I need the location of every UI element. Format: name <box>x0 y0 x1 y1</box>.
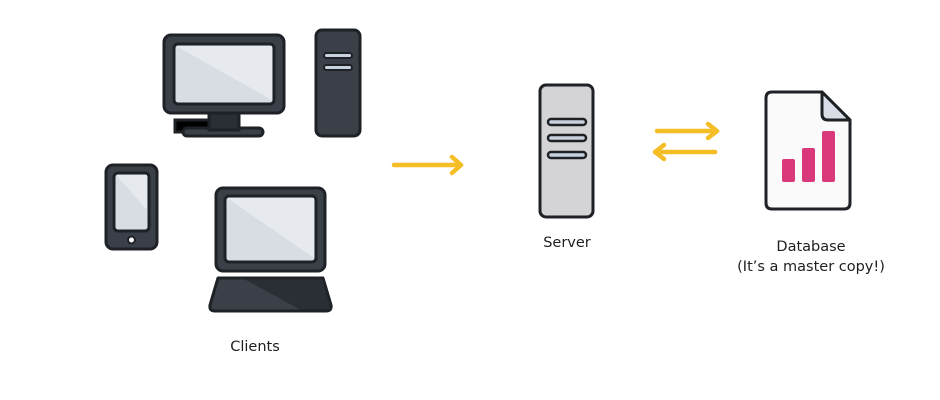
database-label: Database <box>776 239 846 255</box>
clients-label: Clients <box>230 339 280 355</box>
server-slot <box>546 150 588 160</box>
server-slot <box>546 117 588 127</box>
server-label: Server <box>543 235 591 251</box>
desktop-tower-icon <box>314 28 362 138</box>
monitor-neck <box>207 110 241 132</box>
smartphone-icon <box>104 163 159 251</box>
arrow-server-to-database <box>654 121 720 141</box>
arrow-head <box>449 154 464 176</box>
laptop-icon <box>208 186 333 313</box>
laptop-screen-highlight <box>227 198 314 258</box>
arrow-head <box>705 121 720 141</box>
document-fold <box>820 90 852 122</box>
phone-screen-highlight <box>116 175 147 210</box>
phone-home-button <box>127 235 136 245</box>
tower-body <box>314 28 362 138</box>
chart-bar-1 <box>782 159 795 182</box>
database-document-icon <box>764 90 852 211</box>
tower-slot <box>323 52 353 59</box>
server-icon <box>538 83 595 219</box>
chart-bar-3 <box>822 131 835 182</box>
server-slot <box>546 133 588 143</box>
monitor-screen-highlight <box>176 46 272 100</box>
laptop-keyboard-shadow <box>245 279 330 310</box>
desktop-monitor-icon <box>162 33 286 138</box>
chart-bar-2 <box>802 148 815 182</box>
arrow-head <box>652 142 667 162</box>
arrow-database-to-server <box>652 142 718 162</box>
database-sublabel: (It’s a master copy!) <box>737 259 885 275</box>
tower-slot <box>323 64 353 71</box>
arrow-clients-to-server <box>391 154 464 176</box>
